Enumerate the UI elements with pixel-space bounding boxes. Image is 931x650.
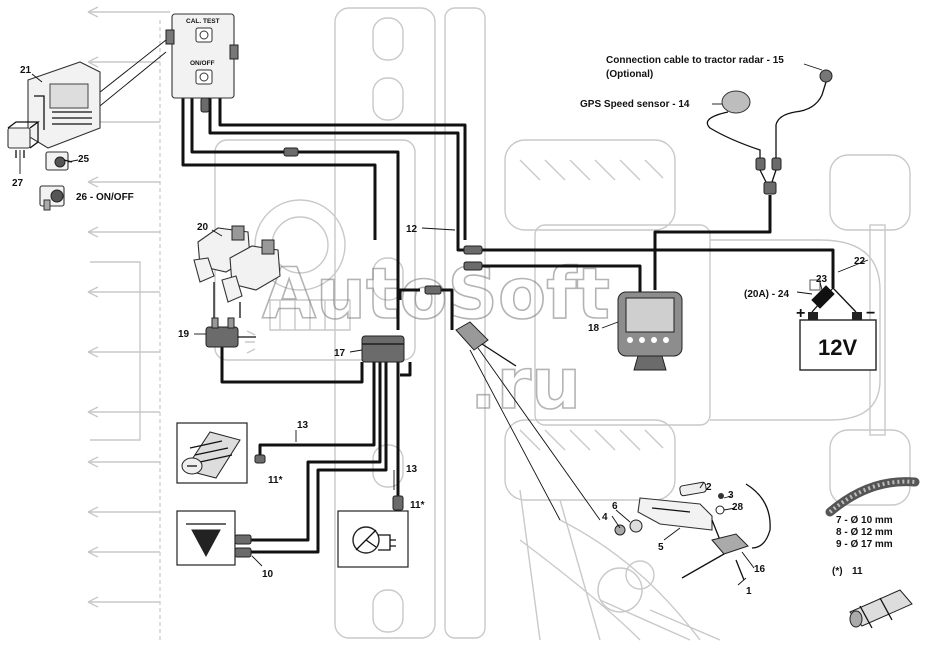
callout-6: 6 bbox=[612, 501, 618, 512]
fan-sensor-panel bbox=[337, 510, 409, 568]
radar-plug-icon bbox=[819, 69, 833, 83]
callout-4: 4 bbox=[602, 512, 608, 523]
cable-harness bbox=[181, 98, 835, 554]
gps-sensor bbox=[706, 69, 833, 195]
battery: 12V + − bbox=[796, 305, 877, 371]
callout-20: 20 bbox=[197, 222, 209, 233]
pto-sensor-icon bbox=[181, 431, 241, 479]
control-box-icon bbox=[171, 13, 235, 99]
speed-sensor-icon bbox=[455, 321, 489, 351]
callout-18: 18 bbox=[588, 323, 600, 334]
modulator-19 bbox=[205, 317, 256, 348]
ecu-module bbox=[27, 61, 101, 149]
callout-numbers: 21 25 27 20 19 17 12 18 22 23 13 11* 13 … bbox=[12, 65, 866, 597]
fan-sensor-icon bbox=[352, 526, 396, 554]
hose bbox=[825, 477, 920, 517]
cable-connectors bbox=[200, 97, 483, 511]
label-fuse: (20A) - 24 bbox=[744, 289, 789, 300]
label-hose-7: 7 - Ø 10 mm bbox=[836, 515, 893, 526]
battery-icon bbox=[799, 319, 877, 371]
junction-box-17 bbox=[361, 335, 405, 363]
callout-17: 17 bbox=[334, 348, 346, 359]
relay-icon bbox=[7, 127, 31, 149]
battery-voltage: 12V bbox=[818, 335, 857, 360]
callout-13-left: 13 bbox=[297, 420, 309, 431]
label-hose-8: 8 - Ø 12 mm bbox=[836, 527, 893, 538]
callout-21: 21 bbox=[20, 65, 32, 76]
callout-25: 25 bbox=[78, 154, 90, 165]
hopper-panel bbox=[176, 510, 252, 566]
switch-26 bbox=[39, 185, 65, 211]
label-gps-sensor: GPS Speed sensor - 14 bbox=[580, 99, 690, 110]
leader-lines bbox=[19, 63, 869, 586]
label-connection-cable: Connection cable to tractor radar - 15 bbox=[606, 55, 784, 66]
callout-11-star-right: 11* bbox=[410, 500, 425, 511]
callout-11-star-left: 11* bbox=[268, 475, 283, 486]
callout-1: 1 bbox=[746, 586, 752, 597]
label-optional: (Optional) bbox=[606, 69, 653, 80]
callout-22: 22 bbox=[854, 256, 866, 267]
callout-3: 3 bbox=[728, 490, 734, 501]
junction-box-icon bbox=[361, 335, 405, 363]
hopper-icon bbox=[191, 529, 221, 558]
callout-12: 12 bbox=[406, 224, 418, 235]
callout-2: 2 bbox=[706, 482, 712, 493]
cal-test-label: CAL. TEST bbox=[186, 18, 220, 25]
switch-25 bbox=[45, 151, 73, 171]
relay bbox=[7, 121, 40, 158]
callout-27: 27 bbox=[12, 178, 24, 189]
text-labels: Connection cable to tractor radar - 15 (… bbox=[76, 55, 893, 577]
battery-leads bbox=[811, 287, 857, 313]
callout-23: 23 bbox=[816, 274, 828, 285]
label-hose-9: 9 - Ø 17 mm bbox=[836, 539, 893, 550]
callout-11: 11 bbox=[852, 566, 863, 577]
watermark-lower: .ru bbox=[470, 343, 581, 425]
callout-5: 5 bbox=[658, 542, 664, 553]
valve-block bbox=[193, 225, 281, 318]
callout-10: 10 bbox=[262, 569, 274, 580]
callout-16: 16 bbox=[754, 564, 766, 575]
label-note-star: (*) bbox=[832, 566, 843, 577]
pto-sensor-panel bbox=[176, 422, 248, 484]
callout-13-right: 13 bbox=[406, 464, 418, 475]
left-arrows bbox=[87, 6, 170, 640]
bracket-assembly bbox=[614, 481, 771, 581]
hose-icon bbox=[825, 477, 920, 517]
callout-19: 19 bbox=[178, 329, 190, 340]
on-off-label: ON/OFF bbox=[190, 60, 215, 67]
bracket-icon bbox=[637, 497, 713, 531]
control-box: CAL. TEST ON/OFF bbox=[89, 13, 239, 111]
wheel-speed-sensor bbox=[455, 321, 601, 521]
proximity-sensor bbox=[849, 589, 913, 629]
background-machine-outline bbox=[87, 6, 911, 641]
battery-minus: − bbox=[866, 305, 875, 322]
gps-antenna-icon bbox=[721, 90, 751, 114]
callout-28: 28 bbox=[732, 502, 744, 513]
label-on-off: 26 - ON/OFF bbox=[76, 192, 134, 203]
display-monitor bbox=[617, 291, 683, 371]
battery-plus: + bbox=[796, 305, 805, 322]
modulator-icon bbox=[205, 326, 239, 348]
